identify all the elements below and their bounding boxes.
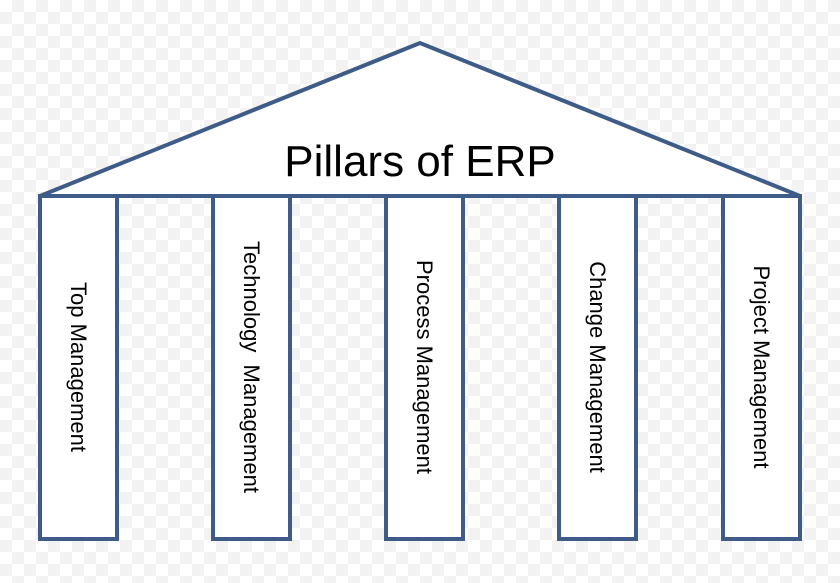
pillar-column <box>38 194 119 541</box>
pillar-label: Project Management <box>749 266 774 469</box>
pillar-label: Process Management <box>412 260 437 474</box>
pillar-process-management: Process Management <box>384 194 465 541</box>
pillar-label: Technology Management <box>239 241 264 493</box>
pillar-project-management: Project Management <box>721 194 802 541</box>
pillar-label: Top Management <box>66 282 91 452</box>
pillar-column <box>557 194 638 541</box>
pillar-top-management: Top Management <box>38 194 119 541</box>
diagram-title: Pillars of ERP <box>284 137 555 186</box>
pillar-label: Change Management <box>585 261 610 473</box>
pillar-technology-management: Technology Management <box>211 194 292 541</box>
pillar-change-management: Change Management <box>557 194 638 541</box>
pillar-column <box>384 194 465 541</box>
